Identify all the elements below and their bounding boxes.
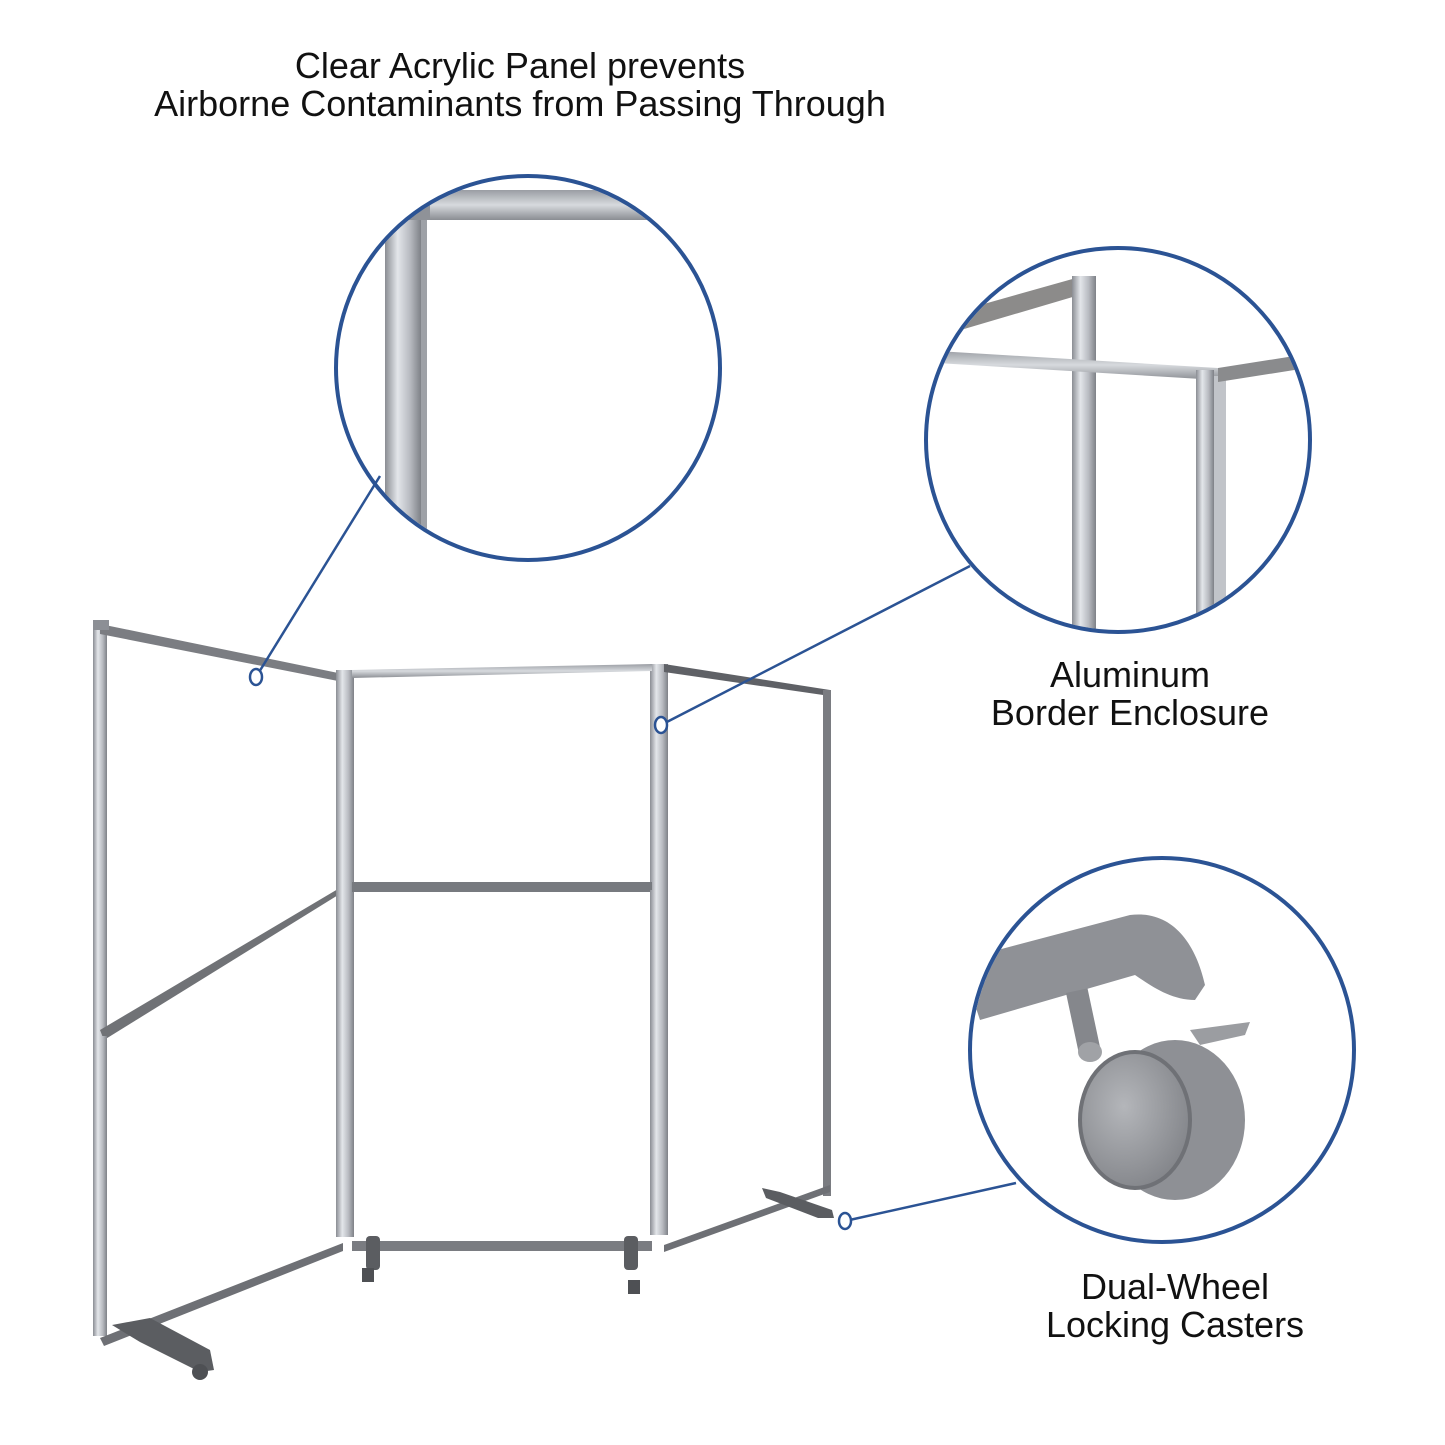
caption-aluminum-line2: Border Enclosure bbox=[990, 692, 1270, 733]
callout-circle bbox=[334, 174, 722, 562]
callout-circle bbox=[924, 246, 1312, 634]
caption-casters-line2: Locking Casters bbox=[1045, 1304, 1305, 1345]
callout-leader-line bbox=[660, 564, 971, 727]
callout-circle bbox=[968, 856, 1356, 1244]
caster-foot-middle-left bbox=[362, 1236, 380, 1282]
callout-acrylic-panel bbox=[248, 174, 722, 687]
callout-leader-line bbox=[844, 1181, 1017, 1223]
caster-foot-left bbox=[112, 1318, 214, 1380]
middle-panel-frame bbox=[336, 664, 668, 892]
callout-anchor-dot bbox=[837, 1211, 853, 1231]
callout-aluminum-border bbox=[653, 246, 1312, 735]
room-divider bbox=[93, 620, 834, 1380]
caption-aluminum-line1: Aluminum bbox=[1049, 654, 1211, 695]
caster-foot-right bbox=[762, 1188, 834, 1218]
caster-foot-middle-right bbox=[624, 1236, 640, 1294]
callout-casters bbox=[837, 856, 1356, 1244]
callout-anchor-dot bbox=[248, 667, 264, 687]
right-panel-frame bbox=[664, 664, 831, 1096]
caption-acrylic-line2: Airborne Contaminants from Passing Throu… bbox=[154, 83, 886, 124]
callout-anchor-dot bbox=[653, 715, 669, 735]
caption-acrylic-panel: Clear Acrylic Panel prevents Airborne Co… bbox=[60, 47, 980, 123]
caption-casters: Dual-Wheel Locking Casters bbox=[990, 1268, 1360, 1344]
caption-acrylic-line1: Clear Acrylic Panel prevents bbox=[294, 45, 746, 86]
callout-leader-line bbox=[254, 475, 382, 678]
left-panel-frame bbox=[93, 620, 343, 1040]
caption-casters-line1: Dual-Wheel bbox=[1080, 1266, 1270, 1307]
caption-aluminum-border: Aluminum Border Enclosure bbox=[940, 656, 1320, 732]
